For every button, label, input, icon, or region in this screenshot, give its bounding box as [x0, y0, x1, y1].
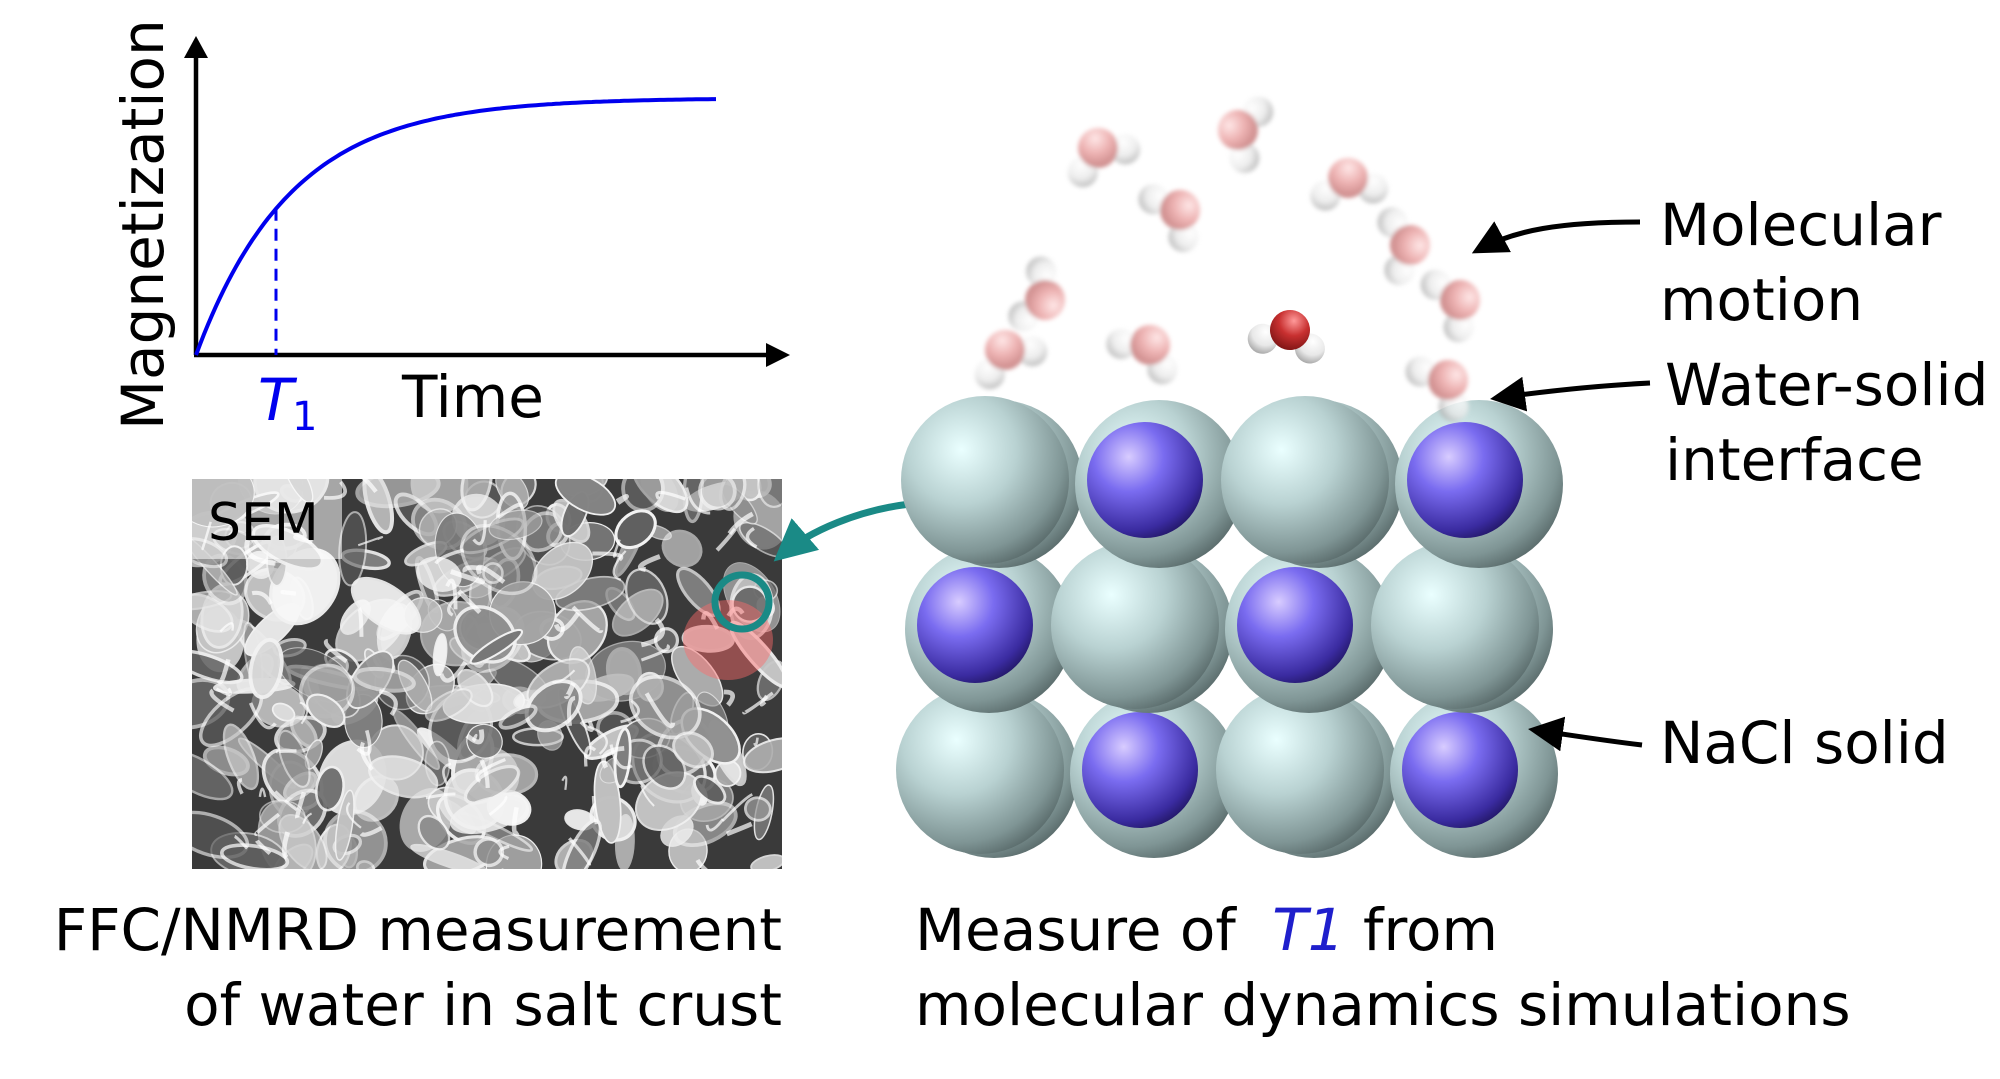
- sem-highlight-region: [683, 600, 773, 680]
- magnetization-curve: [194, 97, 716, 356]
- water-molecule: [1377, 207, 1430, 286]
- water-molecule: [1310, 158, 1389, 211]
- t1-label: T: [258, 366, 298, 434]
- cl-ion: [1216, 686, 1384, 854]
- cl-ion: [901, 396, 1069, 564]
- x-axis-label: Time: [401, 363, 544, 431]
- cl-ion: [896, 686, 1064, 854]
- na-ion: [1402, 712, 1518, 828]
- water-molecule: [974, 330, 1048, 390]
- x-axis-arrowhead-icon: [766, 343, 790, 367]
- left-caption-line1: FFC/NMRD measurement: [54, 896, 782, 964]
- sem-region-circle: [711, 571, 773, 633]
- t1-highlight: T1: [1272, 896, 1344, 964]
- teal-link-arrow: [773, 500, 911, 562]
- molecular-motion-label-2: motion: [1660, 266, 1863, 334]
- water-molecule: [1067, 128, 1141, 188]
- water-molecules: [974, 96, 1480, 422]
- na-ion: [1237, 567, 1353, 683]
- water-molecule: [1420, 269, 1480, 343]
- water-molecule: [1218, 96, 1274, 173]
- interface-label-2: interface: [1665, 426, 1924, 494]
- sem-label: SEM: [208, 493, 319, 553]
- cl-ion: [1371, 541, 1539, 709]
- t1-subscript: 1: [292, 394, 317, 440]
- interface-arrow: [1490, 376, 1651, 412]
- right-caption-line2: molecular dynamics simulations: [915, 971, 1851, 1039]
- water-molecule: [1247, 310, 1325, 364]
- na-ion: [1082, 712, 1198, 828]
- cl-ion: [1051, 541, 1219, 709]
- molecular-motion-label-1: Molecular: [1660, 191, 1942, 259]
- nacl-crystal: [896, 396, 1563, 858]
- interface-label-1: Water-solid: [1665, 351, 1988, 419]
- t1-plot: Magnetization Time T 1: [109, 19, 790, 440]
- water-molecule: [1405, 356, 1469, 422]
- nacl-arrow: [1528, 716, 1643, 752]
- na-ion: [1407, 422, 1523, 538]
- sem-image: SEM: [192, 479, 782, 869]
- cl-ion: [1221, 396, 1389, 564]
- water-molecule: [1138, 184, 1200, 252]
- y-axis-arrowhead-icon: [184, 36, 208, 58]
- molecular-motion-arrow: [1471, 219, 1641, 254]
- y-axis-label: Magnetization: [109, 19, 177, 430]
- left-caption-line2: of water in salt crust: [184, 971, 782, 1039]
- nacl-label: NaCl solid: [1660, 709, 1949, 777]
- na-ion: [1087, 422, 1203, 538]
- water-molecule: [1106, 325, 1178, 385]
- na-ion: [917, 567, 1033, 683]
- water-molecule: [1008, 256, 1065, 332]
- right-caption-line1: Measure of T1 from: [915, 896, 1498, 964]
